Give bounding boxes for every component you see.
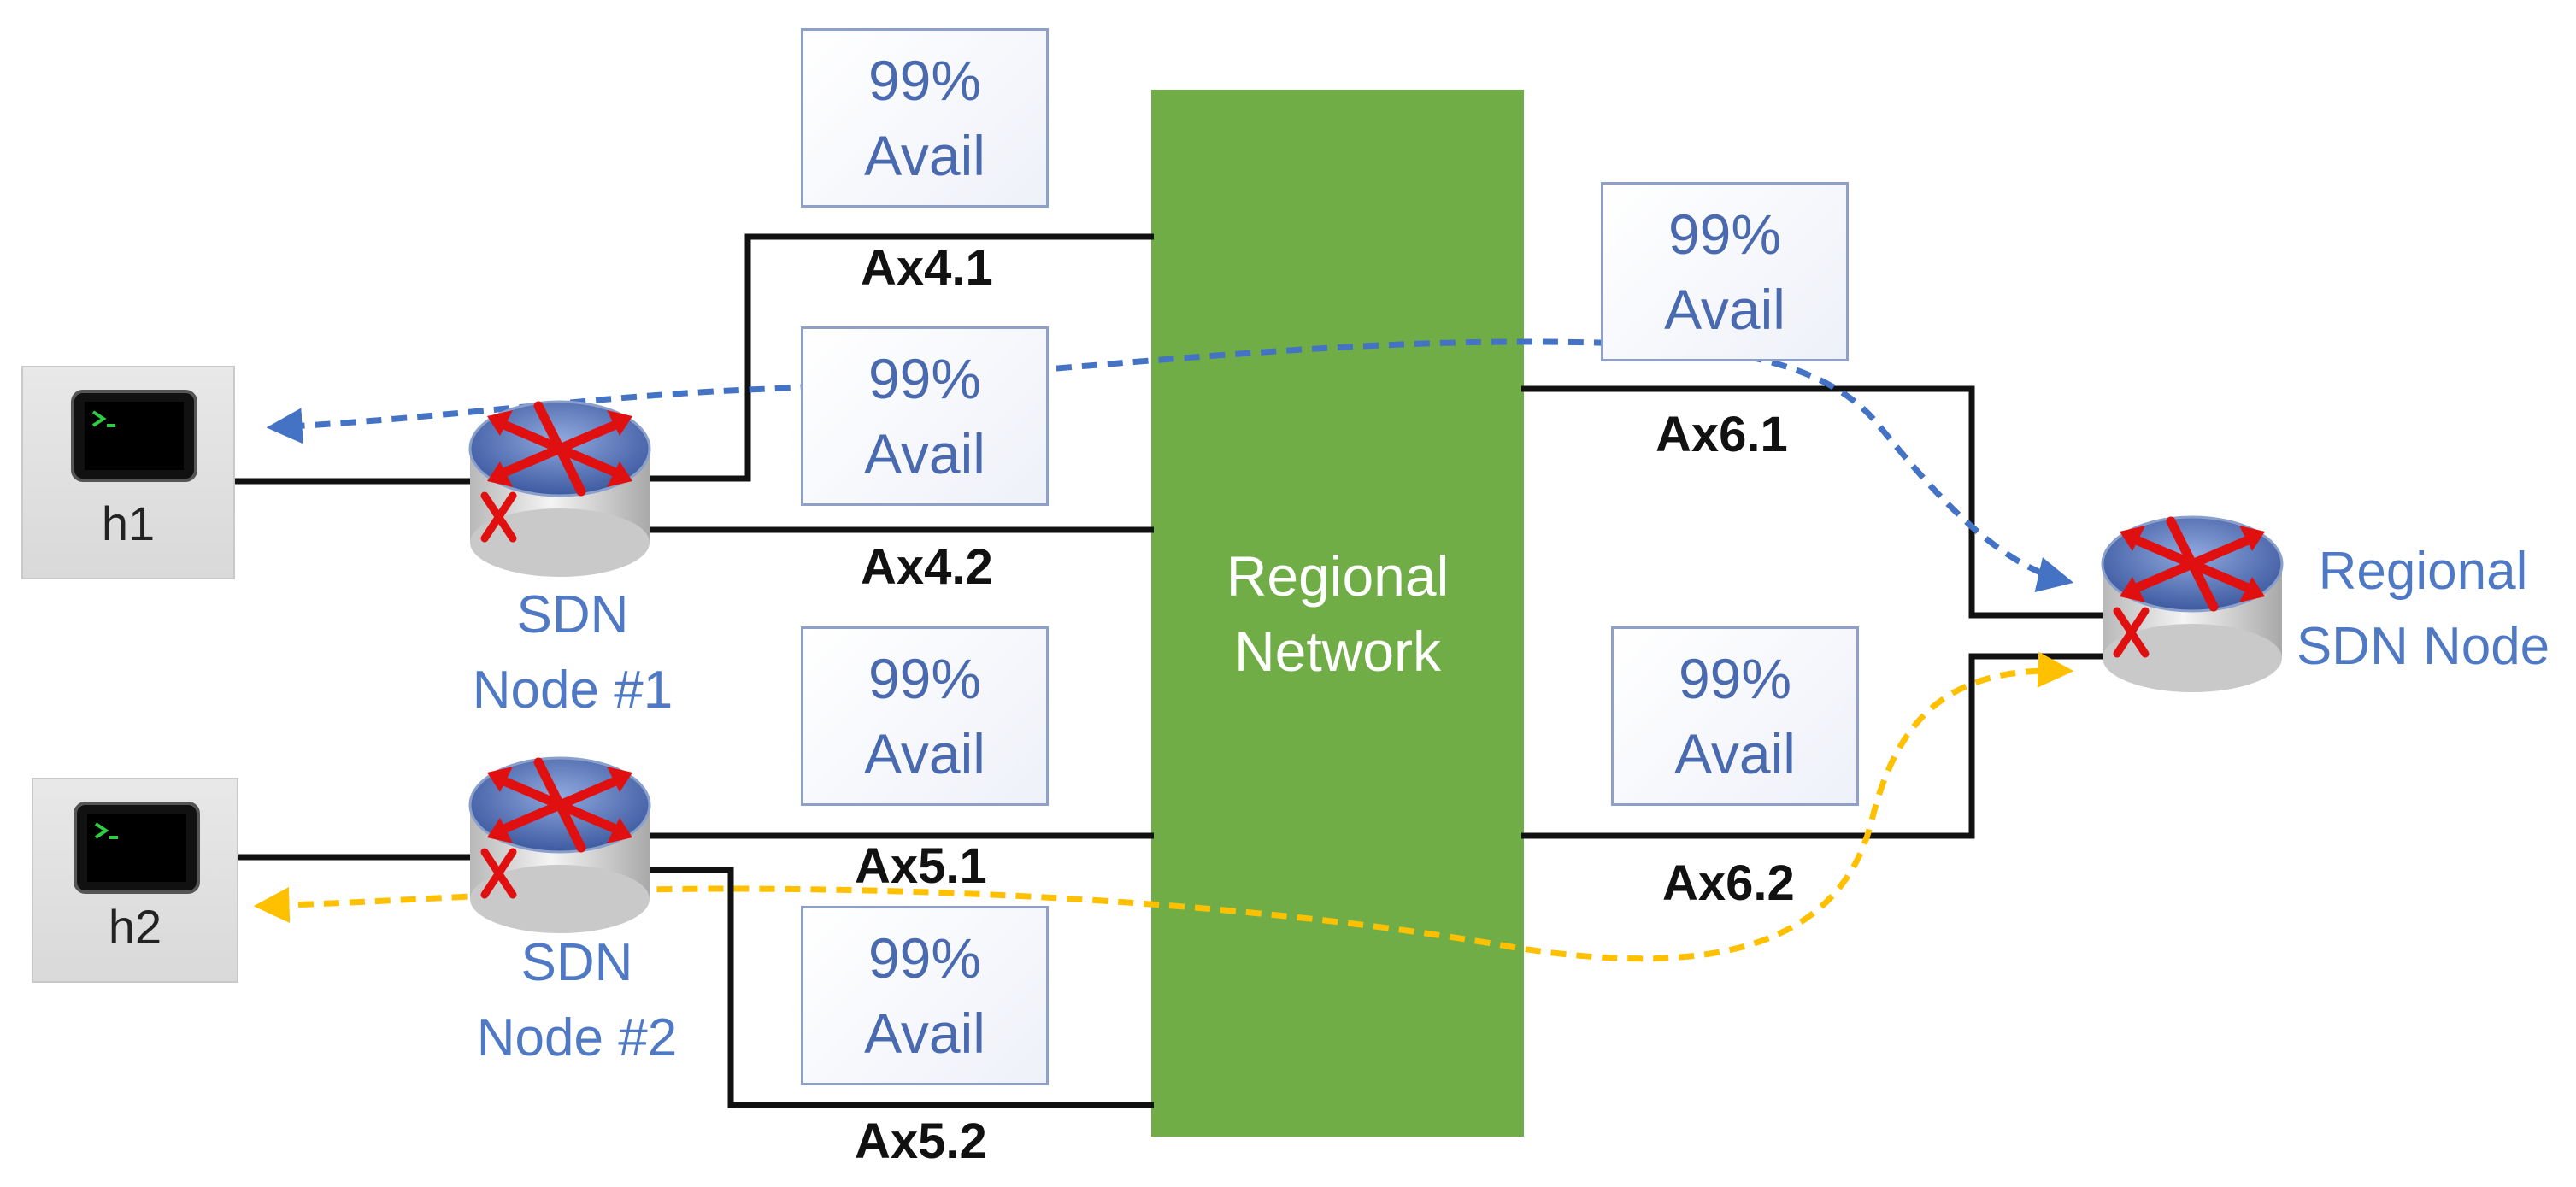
avail-percent: 99% <box>867 647 982 710</box>
node-label-line1: SDN <box>516 585 629 644</box>
link-label-ax51: Ax5.1 <box>855 838 987 894</box>
avail-box: 99% Avail <box>801 28 1049 208</box>
link-label-ax62: Ax6.2 <box>1662 855 1795 911</box>
link-label-ax61: Ax6.1 <box>1656 407 1788 462</box>
sdn-node-1-label: SDN Node #1 <box>444 578 701 728</box>
avail-text: Avail <box>864 422 985 485</box>
regional-sdn-node-label: Regional SDN Node <box>2282 534 2564 685</box>
terminal-icon <box>74 802 200 894</box>
avail-box: 99% Avail <box>801 626 1049 806</box>
avail-box: 99% Avail <box>1601 182 1849 361</box>
avail-box: 99% Avail <box>801 326 1049 506</box>
avail-text: Avail <box>1664 278 1785 341</box>
avail-text: Avail <box>864 1002 985 1065</box>
terminal-icon <box>71 390 197 482</box>
avail-box: 99% Avail <box>1611 626 1859 806</box>
regional-sdn-router-icon <box>2103 517 2282 692</box>
region-label-line2: Network <box>1233 620 1442 683</box>
link-label-ax52: Ax5.2 <box>855 1114 987 1169</box>
avail-percent: 99% <box>867 49 982 112</box>
node-label-line2: SDN Node <box>2296 617 2550 676</box>
avail-percent: 99% <box>867 926 982 990</box>
host-label: h1 <box>101 497 156 550</box>
avail-box: 99% Avail <box>801 906 1049 1085</box>
avail-percent: 99% <box>1678 647 1792 710</box>
yellow-traffic-path <box>253 651 2074 962</box>
avail-percent: 99% <box>867 347 982 410</box>
node-label-line2: Node #2 <box>476 1008 678 1067</box>
avail-percent: 99% <box>1667 203 1782 266</box>
wire-ax61 <box>1521 385 2115 619</box>
sdn-node-1-router-icon <box>470 402 650 577</box>
sdn-node-2-label: SDN Node #2 <box>449 926 705 1076</box>
region-label-line1: Regional <box>1226 544 1450 608</box>
sdn-node-2-router-icon <box>470 758 650 933</box>
link-label-ax42: Ax4.2 <box>861 539 993 595</box>
avail-text: Avail <box>864 124 985 187</box>
host-h1[interactable]: h1 <box>21 366 235 579</box>
link-label-ax41: Ax4.1 <box>861 240 993 296</box>
avail-text: Avail <box>1674 722 1796 785</box>
blue-traffic-path <box>266 338 2074 592</box>
node-label-line1: SDN <box>520 933 633 992</box>
regional-network-block <box>1151 90 1524 1137</box>
host-h2[interactable]: h2 <box>32 778 238 983</box>
node-label-line2: Node #1 <box>472 661 673 720</box>
node-label-line1: Regional <box>2318 542 2528 601</box>
host-label: h2 <box>108 900 162 954</box>
regional-network-label: Regional Network <box>1154 538 1521 689</box>
avail-text: Avail <box>864 722 985 785</box>
